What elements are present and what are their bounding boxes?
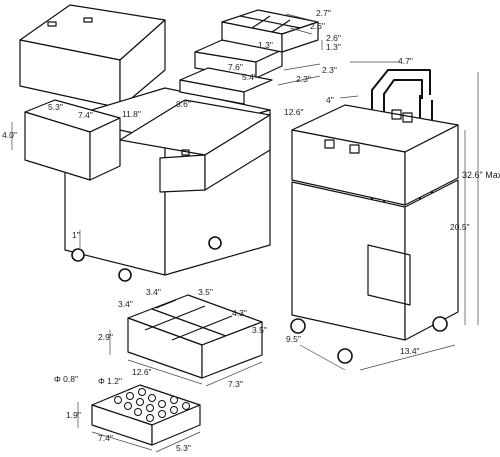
open-case <box>19 4 319 282</box>
tray-divider <box>155 299 177 309</box>
extension-tray-side <box>204 114 271 191</box>
label-divider-tray-c: 3.4" <box>118 299 133 309</box>
label-bottle-block-height: 1.9" <box>66 410 81 420</box>
label-trolley-side-depth: 12.6" <box>284 107 304 117</box>
lower-case-side <box>404 179 459 341</box>
label-lower-height: 20.5" <box>450 222 470 232</box>
bottle-hole-icon <box>114 396 122 404</box>
label-lid-tray-width: 5.3" <box>48 102 63 112</box>
bottle-block <box>91 384 201 446</box>
label-top-tray-compartment: 1.3" <box>258 40 273 50</box>
latch-icon <box>402 112 413 123</box>
label-max-height: 32.6" Max <box>462 170 500 180</box>
label-top-tray-width: 2.6" <box>310 21 325 31</box>
label-divider-tray-e: 3.5" <box>252 325 267 335</box>
label-bottle-block-depth: 7.4" <box>98 433 113 443</box>
tray-divider <box>144 305 206 331</box>
label-middle-tray-depth-a: 2.3" <box>322 65 337 75</box>
top-tray-divider <box>271 19 291 33</box>
divider-tray <box>127 294 263 379</box>
lid-latch-icon <box>83 17 93 23</box>
tray-divider <box>171 315 233 341</box>
label-bottle-hole-small: Φ 0.8" <box>54 374 78 384</box>
label-divider-tray-length: 12.6" <box>132 367 152 377</box>
wheel-icon <box>337 348 353 364</box>
latch-icon <box>324 139 335 149</box>
bottle-hole-icon <box>134 408 142 416</box>
label-lid-tray-height: 4.0" <box>2 130 17 140</box>
wheel-icon <box>208 236 222 250</box>
bottle-hole-icon <box>158 400 166 408</box>
label-bottle-block-width: 5.3" <box>176 443 191 453</box>
dimension-labels: 2.7" 2.6" 1.3" 2.6" 1.3" 7.6" 5.4" 2.3" … <box>2 8 500 453</box>
lower-cantilever-front <box>179 79 245 105</box>
label-bottom-depth: 9.5" <box>286 334 301 344</box>
label-handle-width: 4.7" <box>398 56 413 66</box>
bottle-hole-icon <box>136 398 144 406</box>
label-middle-tray-inner: 5.4" <box>242 72 257 82</box>
label-divider-tray-d: 4.3" <box>232 308 247 318</box>
label-top-tray-compartment-b: 2.6" <box>326 33 341 43</box>
lower-case-front <box>291 181 406 341</box>
bottle-hole-icon <box>148 394 156 402</box>
bottle-hole-icon <box>146 414 154 422</box>
latch-icon <box>391 109 402 120</box>
divider-tray-side <box>201 321 263 379</box>
bottle-hole-icon <box>126 392 134 400</box>
bottle-hole-icon <box>146 404 154 412</box>
top-tray-divider <box>251 15 271 29</box>
case-lid-side <box>119 19 166 109</box>
upper-case-side <box>404 124 459 206</box>
label-trolley-spacing: 4" <box>326 95 334 105</box>
label-divider-tray-height: 2.9" <box>98 332 113 342</box>
wheel-icon <box>118 268 132 282</box>
drawer-latch-icon <box>181 149 190 156</box>
tray-divider <box>151 308 227 337</box>
latch-icon <box>349 144 360 154</box>
label-middle-tray-depth-b: 2.3" <box>296 74 311 84</box>
label-bottom-width: 13.4" <box>400 346 420 356</box>
wheel-icon <box>71 248 85 262</box>
label-divider-tray-width: 7.3" <box>228 379 243 389</box>
label-body-width: 11.8" <box>122 109 141 119</box>
label-lid-tray-depth: 7.4" <box>78 110 93 120</box>
bottle-hole-icon <box>124 402 132 410</box>
extension-tray-front <box>159 154 206 193</box>
bottle-hole-icon <box>182 402 190 410</box>
top-tray-side <box>281 21 319 53</box>
bottle-hole-icon <box>158 410 166 418</box>
lid-tray-side <box>89 117 121 181</box>
label-middle-tray-width: 7.6" <box>228 62 243 72</box>
front-drawer-panel <box>367 244 411 306</box>
bottle-block-side <box>151 404 201 446</box>
dimension-lines <box>11 13 479 453</box>
label-divider-tray-a: 3.4" <box>146 287 161 297</box>
top-tray-divider <box>239 15 301 29</box>
middle-tray-side <box>255 49 283 79</box>
label-lower-case-height: 1" <box>72 230 80 240</box>
label-top-tray-height: 1.3" <box>326 42 341 52</box>
bottle-hole-icon <box>170 396 178 404</box>
label-body-extension: 8.6" <box>176 99 191 109</box>
label-top-tray-depth: 2.7" <box>316 8 331 18</box>
wheel-icon <box>432 316 448 332</box>
trolley-case <box>290 69 459 364</box>
wheel-icon <box>290 318 306 334</box>
bottle-hole-icon <box>170 406 178 414</box>
label-divider-tray-b: 3.5" <box>198 287 213 297</box>
bottle-hole-icon <box>138 388 146 396</box>
label-bottle-hole-large: Φ 1.2" <box>98 376 122 386</box>
lid-latch-icon <box>47 21 57 27</box>
